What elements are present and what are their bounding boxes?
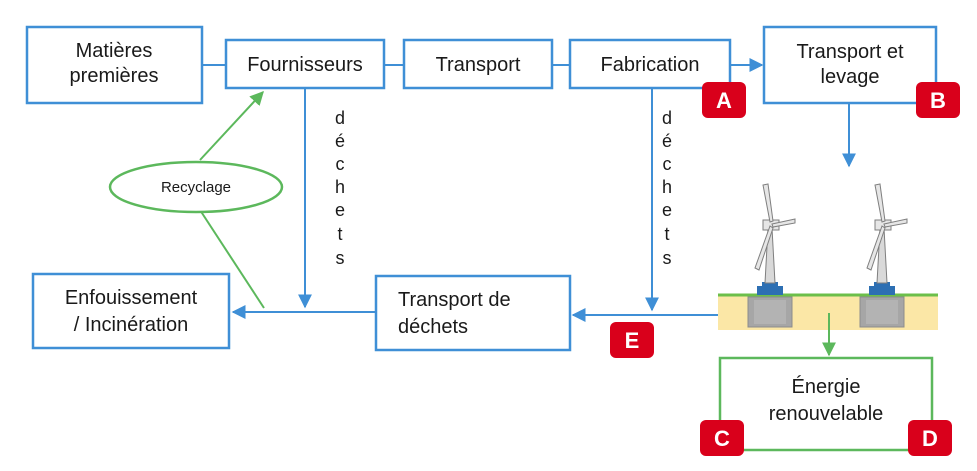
dechets-right-letter-0: d (662, 108, 672, 128)
energie-renouvelable-box: Énergie renouvelable (718, 356, 934, 452)
matieres-label-line2: premières (70, 65, 159, 87)
dechets-right-letter-5: t (664, 224, 669, 244)
badge-a-label: A (716, 88, 732, 113)
dechets-vertical-label-right: d é c h e t s (662, 108, 672, 268)
dechets-right-letter-2: c (663, 154, 672, 174)
badge-b-label: B (930, 88, 946, 113)
enfouissement-box: Enfouissement / Incinération (31, 272, 231, 350)
dechets-left-letter-3: h (335, 177, 345, 197)
transport-box: Transport (402, 38, 554, 90)
badge-c: C (700, 420, 744, 456)
transport-dechets-label-line2: déchets (398, 316, 468, 338)
dechets-left-letter-0: d (335, 108, 345, 128)
badge-c-label: C (714, 426, 730, 451)
fabrication-label: Fabrication (601, 54, 700, 76)
fabrication-box: Fabrication (568, 38, 732, 90)
energie-label-line2: renouvelable (769, 403, 884, 425)
badge-d-label: D (922, 426, 938, 451)
recyclage-ellipse: Recyclage (108, 160, 284, 214)
dechets-left-letter-5: t (337, 224, 342, 244)
transport-levage-label-line1: Transport et (796, 41, 904, 63)
dechets-left-letter-1: é (335, 131, 345, 151)
badge-d: D (908, 420, 952, 456)
enfouissement-label-line2: / Incinération (74, 314, 189, 336)
dechets-left-letter-2: c (336, 154, 345, 174)
matieres-premieres-box: Matières premières (25, 25, 204, 105)
recyclage-label: Recyclage (161, 179, 231, 196)
transport-dechets-box: Transport de déchets (374, 274, 572, 352)
fournisseurs-box: Fournisseurs (224, 38, 386, 90)
dechets-right-letter-4: e (662, 200, 672, 220)
dechets-right-letter-6: s (663, 248, 672, 268)
recycling-line-up (199, 90, 264, 161)
badge-e-label: E (625, 328, 640, 353)
dechets-vertical-label-left: d é c h e t s (335, 108, 345, 268)
badge-e: E (610, 322, 654, 358)
transport-dechets-label-line1: Transport de (398, 289, 511, 311)
badge-a: A (702, 82, 746, 118)
enfouissement-label-line1: Enfouissement (65, 287, 198, 309)
transport-levage-label-line2: levage (821, 66, 880, 88)
transport-levage-box: Transport et levage (762, 25, 938, 105)
transport-label: Transport (436, 54, 521, 76)
badge-b: B (916, 82, 960, 118)
wind-farm-illustration (718, 183, 938, 330)
wind-turbine-icon-left (747, 183, 796, 328)
wind-turbine-icon-right (859, 183, 908, 328)
dechets-right-letter-3: h (662, 177, 672, 197)
recycling-line-down (199, 209, 265, 309)
dechets-left-letter-6: s (336, 248, 345, 268)
dechets-right-letter-1: é (662, 131, 672, 151)
matieres-label-line1: Matières (76, 40, 153, 62)
energie-label-line1: Énergie (792, 375, 861, 398)
dechets-left-letter-4: e (335, 200, 345, 220)
fournisseurs-label: Fournisseurs (247, 54, 363, 76)
